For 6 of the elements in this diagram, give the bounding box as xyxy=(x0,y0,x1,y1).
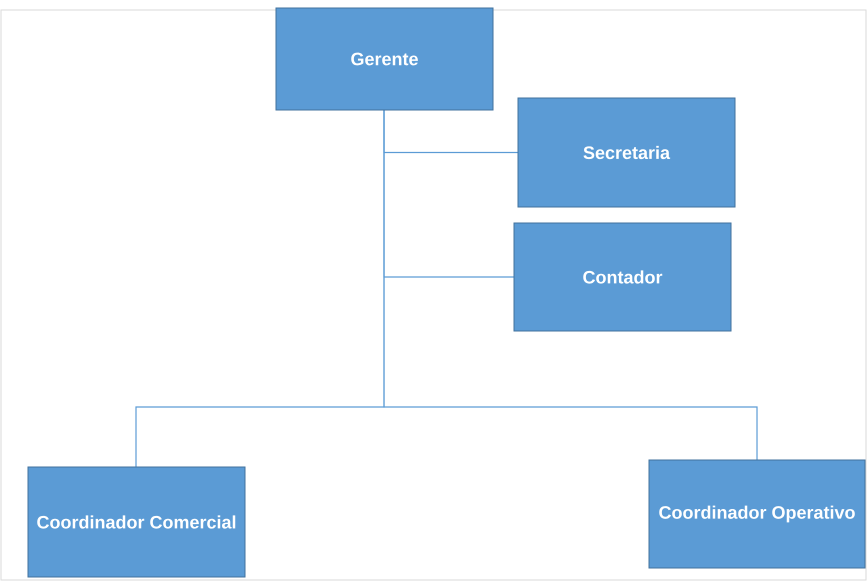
org-box: Gerente xyxy=(276,8,494,110)
org-box: Contador xyxy=(514,222,732,332)
org-box: Coordinador Operativo xyxy=(648,460,866,568)
connector-line xyxy=(383,110,758,460)
org-box: Coordinador Comercial xyxy=(28,466,246,578)
org-box: Secretaria xyxy=(518,98,736,208)
